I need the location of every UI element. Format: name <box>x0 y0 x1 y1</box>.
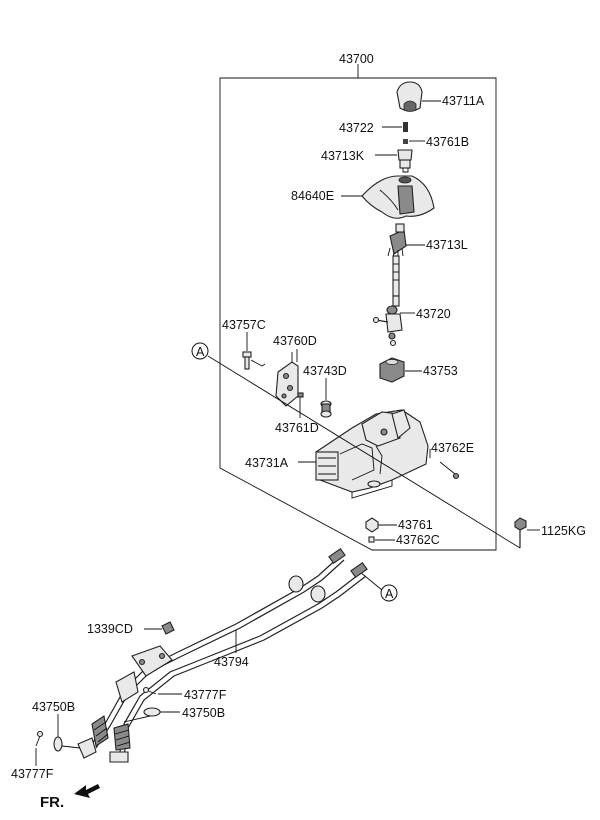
bracket-43760D <box>275 352 299 407</box>
bolt-43757C <box>242 351 266 370</box>
pin-43761D <box>297 392 304 418</box>
label-43713K: 43713K <box>321 149 365 163</box>
label-43762E: 43762E <box>431 441 474 455</box>
label-43700: 43700 <box>339 52 374 66</box>
ref-a-label-bottom: A <box>385 587 394 601</box>
pin-43762E <box>439 461 460 480</box>
washer-43750B-left <box>53 736 63 752</box>
shifter-housing-43731A <box>315 409 429 499</box>
shift-lever-43720 <box>372 255 403 347</box>
label-1339CD: 1339CD <box>87 622 133 636</box>
clip-43761B <box>403 139 408 144</box>
label-43757C: 43757C <box>222 318 266 332</box>
ref-a-label-top: A <box>196 345 205 359</box>
bushing-43753 <box>379 357 405 383</box>
label-43750B-left: 43750B <box>32 700 75 714</box>
washer-43750B-right <box>143 707 161 717</box>
clip-1339CD <box>161 621 175 635</box>
assembly-frame <box>219 77 497 551</box>
shift-boot-84640E <box>361 175 435 219</box>
label-43761B: 43761B <box>426 135 469 149</box>
lever-bracket-43713L <box>387 223 407 259</box>
label-43777F-left: 43777F <box>11 767 54 781</box>
socket-43713K <box>397 149 413 173</box>
pin-43777F-right <box>142 686 157 695</box>
label-43760D: 43760D <box>273 334 317 348</box>
clip-43762C <box>368 536 375 543</box>
bushing-43743D <box>320 400 332 418</box>
front-direction-arrow-icon <box>74 784 100 798</box>
label-43753: 43753 <box>423 364 458 378</box>
label-43762C: 43762C <box>396 533 440 547</box>
label-43711A: 43711A <box>442 94 485 108</box>
shift-knob <box>396 81 423 112</box>
label-43750B-right: 43750B <box>182 706 225 720</box>
label-43722: 43722 <box>339 121 374 135</box>
label-43761D: 43761D <box>275 421 319 435</box>
ref-a-circle-top <box>191 342 209 360</box>
label-front: FR. <box>40 794 64 811</box>
shift-cable-43794 <box>77 547 368 763</box>
label-1125KG: 1125KG <box>541 524 586 538</box>
pin-43777F-left <box>35 730 44 747</box>
spring-pin-43722 <box>403 122 408 132</box>
label-43720: 43720 <box>416 307 451 321</box>
ref-a-circle-bottom <box>380 584 398 602</box>
label-43731A: 43731A <box>245 456 289 470</box>
label-43743D: 43743D <box>303 364 347 378</box>
bolt-1125KG <box>514 517 527 548</box>
label-43794: 43794 <box>214 655 249 669</box>
label-43777F-right: 43777F <box>184 688 227 702</box>
nut-43761 <box>365 517 379 533</box>
label-84640E: 84640E <box>291 189 334 203</box>
reference-line-a <box>207 355 521 549</box>
label-43761: 43761 <box>398 518 433 532</box>
label-43713L: 43713L <box>426 238 468 252</box>
